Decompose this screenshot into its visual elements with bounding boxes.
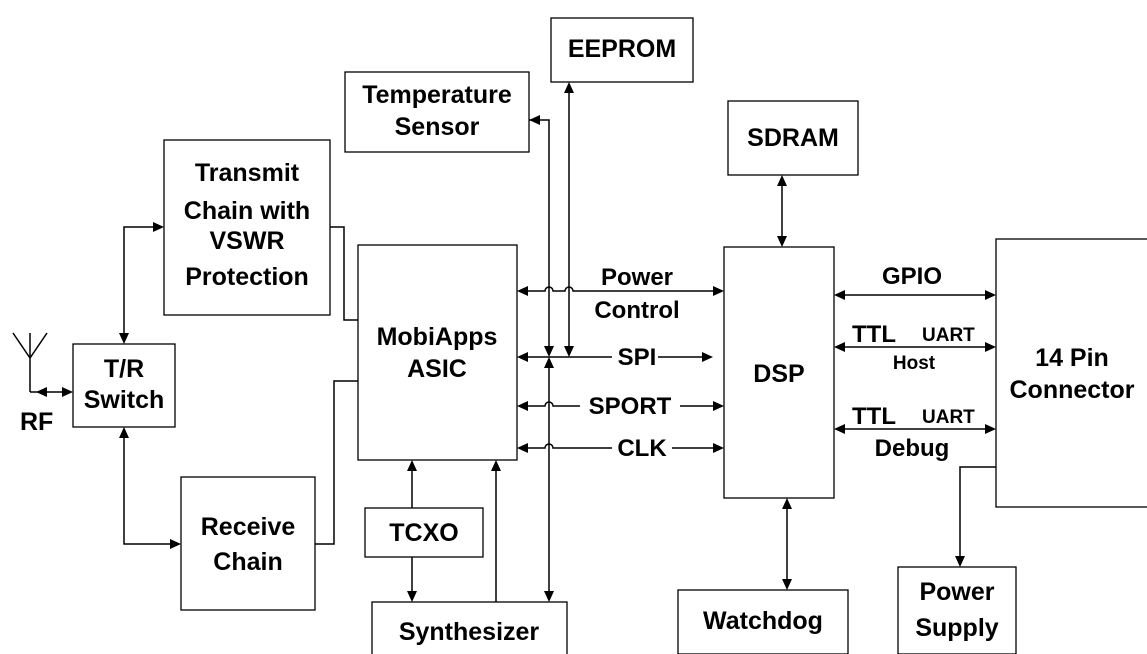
host-label: Host (893, 353, 936, 374)
connector-block: 14 Pin Connector (995, 238, 1147, 508)
clk-label: CLK (617, 435, 667, 462)
connector-power-supply-connection (955, 466, 996, 567)
debug-uart-label: UART (922, 407, 975, 428)
tcxo-synthesizer-connection (407, 557, 417, 602)
sdram-label: SDRAM (747, 124, 839, 152)
power-supply-label-line1: Power (919, 578, 994, 606)
dsp-label: DSP (753, 360, 804, 388)
transmit-chain-block: Transmit Chain with VSWR Protection (163, 139, 331, 316)
synthesizer-spi-line (544, 357, 554, 602)
temperature-sensor-label-line2: Sensor (395, 113, 480, 141)
watchdog-block: Watchdog (677, 589, 849, 654)
temperature-sensor-block: Temperature Sensor (344, 71, 530, 153)
tr-switch-label-line2: Switch (84, 386, 165, 414)
host-ttl-label: TTL (852, 321, 896, 348)
dsp-watchdog-connection (782, 498, 792, 590)
switch-receive-connection (119, 427, 181, 549)
tcxo-label: TCXO (389, 519, 458, 547)
synthesizer-block: Synthesizer (371, 601, 568, 654)
transmit-chain-label-line3: VSWR (210, 227, 285, 255)
rf-switch-connection (30, 387, 73, 397)
receive-chain-block: Receive Chain (180, 476, 316, 611)
power-control-label-line2: Control (594, 297, 679, 324)
temperature-sensor-spi-line (529, 115, 554, 357)
connector-label-line1: 14 Pin (1035, 344, 1109, 372)
watchdog-label: Watchdog (703, 607, 823, 635)
synthesizer-asic-connection (491, 460, 501, 602)
asic-block: MobiApps ASIC (357, 244, 518, 461)
power-control-label-line1: Power (601, 264, 673, 291)
sport-label: SPORT (589, 393, 672, 420)
sdram-dsp-connection (777, 175, 787, 247)
tr-switch-label-line1: T/R (104, 355, 144, 383)
connector-label-line2: Connector (1010, 376, 1135, 404)
sdram-block: SDRAM (727, 100, 859, 176)
spi-label: SPI (618, 344, 657, 371)
transmit-chain-label-line2: Chain with (184, 197, 310, 225)
gpio-label: GPIO (882, 263, 942, 290)
power-control-connection (517, 286, 724, 296)
receive-chain-label-line2: Chain (213, 548, 282, 576)
power-supply-label-line2: Supply (915, 614, 998, 642)
eeprom-spi-line (564, 82, 574, 357)
gpio-connection (834, 290, 996, 300)
asic-label-line2: ASIC (407, 355, 467, 383)
transmit-chain-label-line1: Transmit (195, 159, 300, 187)
receive-asic-line (315, 380, 358, 545)
debug-label: Debug (875, 435, 950, 462)
host-uart-label: UART (922, 325, 975, 346)
tr-switch-block: T/R Switch (72, 343, 176, 428)
host-uart-connection (834, 342, 996, 352)
tcxo-block: TCXO (364, 507, 484, 558)
eeprom-block: EEPROM (550, 17, 694, 83)
temperature-sensor-label-line1: Temperature (362, 81, 512, 109)
debug-uart-connection (834, 424, 996, 434)
dsp-block: DSP (723, 246, 835, 499)
rf-label: RF (20, 408, 53, 436)
asic-label-line1: MobiApps (377, 323, 498, 351)
transmit-chain-label-line4: Protection (185, 263, 309, 291)
spi-connection (517, 352, 713, 362)
power-supply-block: Power Supply (897, 566, 1017, 654)
eeprom-label: EEPROM (568, 35, 676, 63)
receive-chain-label-line1: Receive (201, 513, 296, 541)
antenna-icon (12, 332, 48, 392)
debug-ttl-label: TTL (852, 403, 896, 430)
synthesizer-label: Synthesizer (399, 618, 540, 646)
transmit-asic-line (330, 226, 358, 321)
tcxo-asic-connection (407, 460, 417, 508)
switch-transmit-connection (119, 222, 164, 344)
